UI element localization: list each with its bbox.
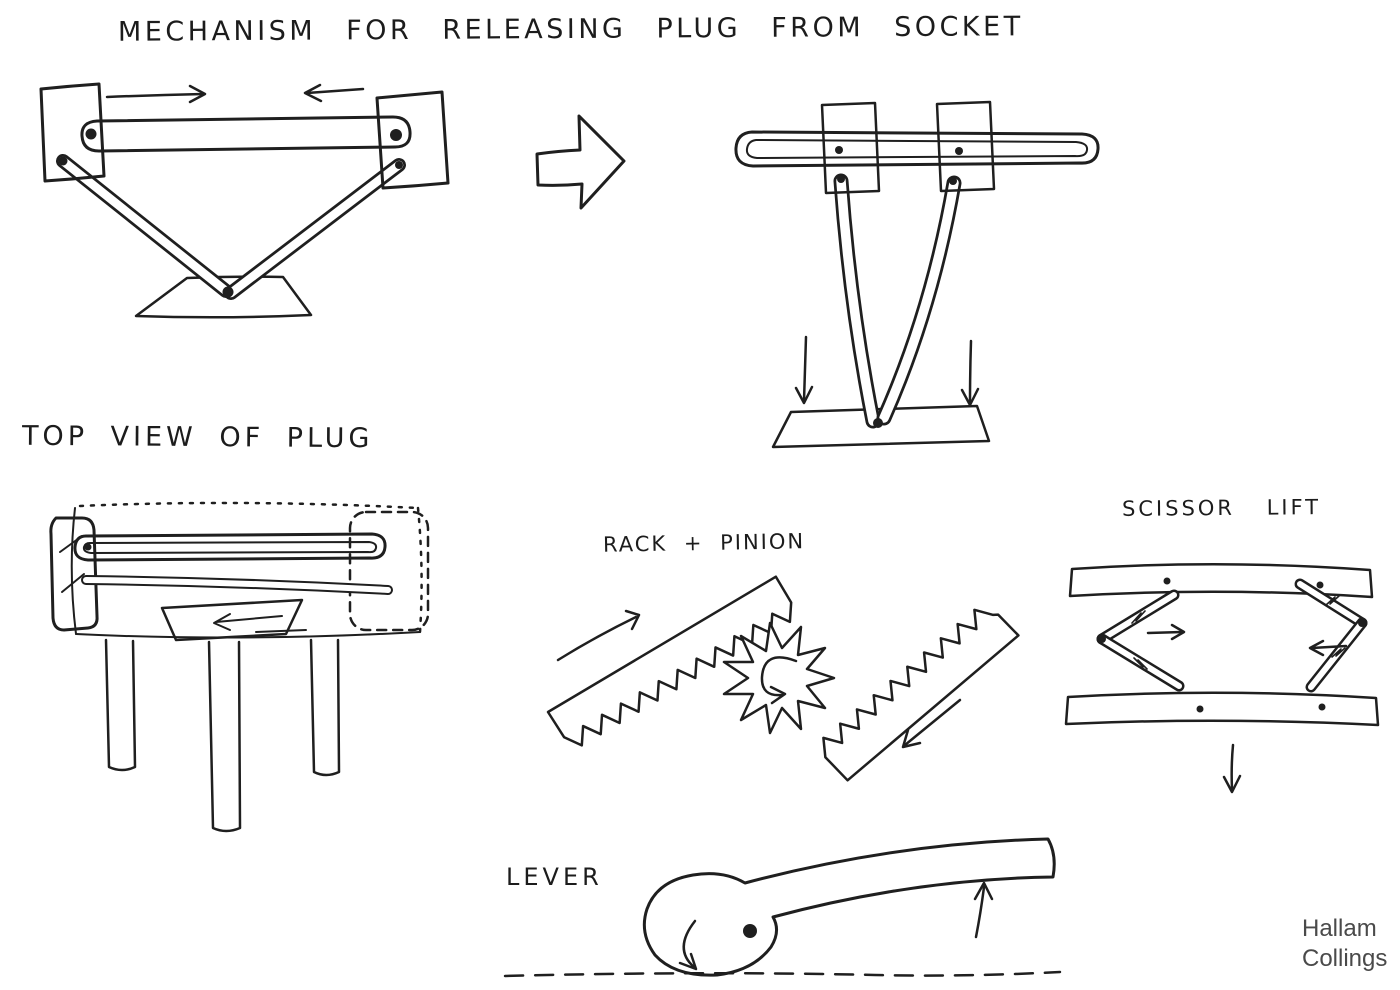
pivot-dot: [949, 177, 957, 185]
rack-pinion-label: RACK + PINION: [602, 529, 806, 557]
scissor-lift-sketch: [1064, 563, 1380, 794]
inward-arrow-left-icon: [105, 84, 207, 104]
plug-top-view-sketch: [49, 501, 430, 833]
left-scissor-links: [1096, 589, 1185, 692]
strap-left: [820, 101, 881, 195]
strap-right: [935, 100, 996, 193]
plug-released-sketch: [734, 100, 1100, 449]
pivot-dot: [390, 129, 402, 141]
plug-pin: [104, 638, 137, 772]
top-rail: [1068, 563, 1374, 599]
lever-arm: [642, 837, 1056, 977]
pivot-dot: [835, 146, 843, 154]
fulcrum-dot: [743, 924, 757, 938]
pinion-gear: [722, 621, 836, 735]
pivot-dot: [58, 156, 68, 166]
rack-direction-arrow-up-icon: [556, 609, 641, 662]
signature-line2: Collings: [1302, 945, 1388, 972]
release-link-bar: [81, 575, 393, 595]
lever-label: LEVER: [506, 863, 603, 891]
transition-arrow-icon: [535, 114, 626, 210]
inward-arrow-right-icon: [303, 83, 365, 103]
page-title: MECHANISM FOR RELEASING PLUG FROM SOCKET: [117, 11, 1024, 48]
rail-right: [375, 90, 450, 190]
lever-sketch: [503, 837, 1062, 978]
bottom-rail: [1064, 691, 1380, 727]
scissor-lift-label: SCISSOR LIFT: [1121, 495, 1322, 521]
down-arrow-icon: [1222, 743, 1242, 794]
lower-rack: [822, 608, 1020, 782]
rotation-arrow-icon: [678, 919, 698, 971]
top-view-label: TOP VIEW OF PLUG: [21, 420, 374, 455]
right-clip-zone: [348, 510, 430, 632]
left-arrow-icon: [1308, 639, 1348, 657]
slot-bar: [734, 130, 1100, 168]
plug-pin: [207, 640, 242, 833]
down-arrow-right-icon: [960, 339, 980, 407]
dropped-links: [833, 173, 962, 429]
pivot-dot: [873, 418, 883, 428]
plug-body-outline: [70, 501, 423, 639]
release-tab: [160, 598, 307, 642]
down-arrow-left-icon: [794, 335, 814, 405]
up-arrow-icon: [973, 881, 994, 939]
rail-left: [39, 82, 106, 183]
pivot-dot: [955, 147, 963, 155]
rack-direction-arrow-down-icon: [901, 698, 962, 749]
pivot-dot: [222, 286, 234, 298]
slot-bar: [80, 115, 412, 153]
rotation-arrow-icon: [760, 656, 798, 705]
socket-plate: [771, 404, 991, 449]
signature-line1: Hallam: [1302, 915, 1377, 942]
plug-pin: [309, 638, 341, 777]
right-scissor-links: [1294, 578, 1368, 693]
clamp-engaged-sketch: [39, 82, 450, 319]
pivot-dot: [395, 161, 403, 169]
rack-pinion-sketch: [546, 575, 1020, 782]
ground-line: [503, 970, 1062, 978]
upper-rack: [546, 575, 793, 747]
right-arrow-icon: [1146, 623, 1186, 641]
pivot-dot: [85, 128, 97, 140]
signature: Hallam Collings: [1302, 914, 1387, 974]
pivot-dot: [837, 175, 845, 183]
scissor-links: [56, 154, 406, 300]
slot-bar: [73, 532, 387, 562]
